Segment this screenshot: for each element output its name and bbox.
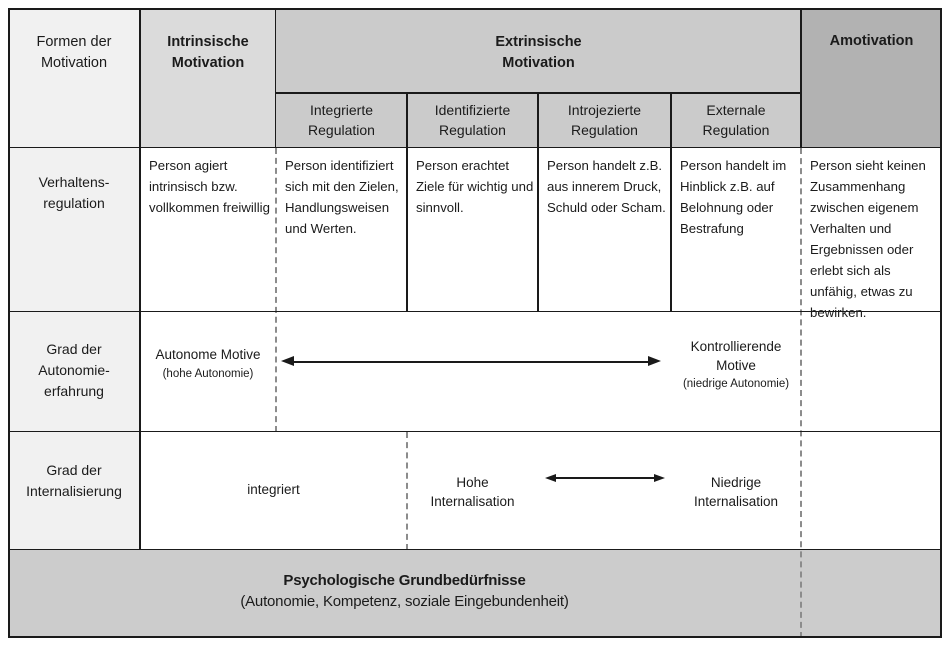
cell-verhaltensregulation-amotivation: Person sieht keinen Zusammenhang zwische… [810,158,926,320]
grid-line-h-row4-bottom [8,430,942,432]
cell-verhaltensregulation-external: Person handelt im Hinblick z.B. auf Belo… [680,158,787,236]
dashed-divider-amotivation [800,148,802,638]
grid-line-h-header-bottom [8,146,942,148]
header-amotivation-cell [801,8,942,148]
arrow-right-head [648,356,661,366]
subheader-integrierte-regulation: Integrierte Regulation [308,102,375,138]
grid-line-v-identifizierte-right [537,93,539,312]
arrow-shaft [292,360,650,363]
row-label-cell-autonomie [8,312,140,432]
header-corner-label: Formen der Motivation [36,34,112,71]
grid-line-v-amotivation-left-header [800,8,802,148]
grid-line-v-integrierte-right [406,93,408,312]
basic-needs-subtitle: (Autonomie, Kompetenz, soziale Eingebund… [240,593,569,610]
hohe-internalisation-label: Hohe Internalisation [430,475,515,509]
grid-line-h-row3-bottom [8,310,942,312]
subheader-introjezierte-regulation: Introjezierte Regulation [567,102,642,138]
header-intrinsic-label: Intrinsische Motivation [167,34,249,71]
table-outer-border [8,8,942,638]
cell-verhaltensregulation-integriert: Person identifiziert sich mit den Zielen… [285,158,399,236]
row-label-verhaltensregulation: Verhaltens- regulation [38,174,110,211]
kontrollierende-motive-label: Kontrollierende Motive [690,339,782,373]
arrow-right-head [654,473,665,482]
arrow-shaft [554,477,656,479]
row-label-internalisierung: Grad der Internalisierung [26,462,122,499]
grid-line-v-intrinsic-right-header [274,8,276,148]
basic-needs-title: Psychologische Grundbedürfnisse [283,572,526,589]
basic-needs-row [8,550,942,638]
grid-line-h-subheader-top [276,92,801,94]
autonome-motive-note: (hohe Autonomie) [162,368,254,380]
cell-verhaltensregulation-identifiziert: Person erachtet Ziele für wichtig und si… [416,158,534,215]
row-label-cell-internalisierung [8,432,140,550]
autonome-motive-label: Autonome Motive [155,347,261,362]
dashed-divider-internalisation [406,432,408,550]
row-label-autonomie: Grad der Autonomie- erfahrung [38,341,110,399]
header-extrinsic-cell [276,8,801,148]
kontrollierende-motive-note: (niedrige Autonomie) [682,378,790,390]
cell-verhaltensregulation-introjeziert: Person handelt z.B. aus innerem Druck, S… [547,158,666,215]
header-corner-cell [8,8,140,148]
niedrige-internalisation-label: Niedrige Internalisation [693,475,779,509]
header-amotivation-label: Amotivation [829,33,914,49]
header-intrinsic-cell [140,8,276,148]
dashed-divider-intrinsic-extrinsic [274,148,277,432]
integriert-label: integriert [247,482,300,497]
cell-verhaltensregulation-intrinsisch: Person agiert intrinsisch bzw. vollkomme… [149,158,270,215]
arrow-left-head [281,356,294,366]
grid-line-v-label-column [139,8,141,550]
grid-line-h-row5-bottom [8,548,942,550]
subheader-externale-regulation: Externale Regulation [702,102,770,138]
header-extrinsic-label: Extrinsische Motivation [495,34,582,71]
subheader-identifizierte-regulation: Identifizierte Regulation [434,102,511,138]
row-label-cell-verhaltensregulation [8,148,140,312]
arrow-left-head [545,473,556,482]
grid-line-v-introjezierte-right [670,93,672,312]
